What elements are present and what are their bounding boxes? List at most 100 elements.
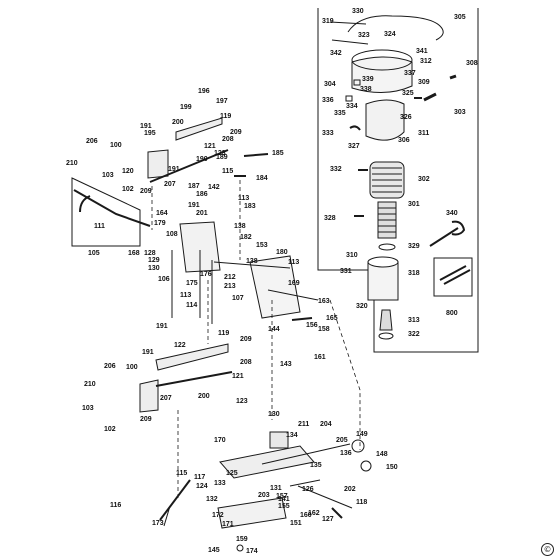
- part-label: 318: [408, 270, 420, 277]
- lower-bar-121: [155, 371, 233, 387]
- part-label: 209: [140, 188, 152, 195]
- part-label: 322: [408, 331, 420, 338]
- nut-322: [378, 332, 394, 340]
- part-label: 337: [404, 70, 416, 77]
- part-label: 125: [226, 470, 238, 477]
- part-label: 203: [258, 492, 270, 499]
- part-label: 305: [454, 14, 466, 21]
- part-label: 176: [200, 271, 212, 278]
- part-label: 175: [186, 280, 198, 287]
- part-label: 120: [122, 168, 134, 175]
- part-label: 153: [256, 242, 268, 249]
- part-label: 191: [156, 323, 168, 330]
- part-label: 312: [420, 58, 432, 65]
- tilt-block-127: [217, 497, 287, 529]
- part-label: 311: [418, 130, 430, 137]
- part-label: 320: [356, 303, 368, 310]
- part-label: 341: [416, 48, 428, 55]
- part-336: [345, 95, 353, 102]
- part-label: 331: [340, 268, 352, 275]
- part-label: 126: [302, 486, 314, 493]
- part-label: 206: [86, 138, 98, 145]
- part-label: 190: [196, 156, 208, 163]
- part-label: 195: [144, 130, 156, 137]
- armature-lines: [378, 207, 396, 233]
- part-label: 102: [104, 426, 116, 433]
- part-label: 164: [156, 210, 168, 217]
- part-label: 113: [180, 292, 192, 299]
- knob-149: [351, 439, 365, 453]
- part-label: 115: [176, 470, 188, 477]
- part-label: 200: [172, 119, 184, 126]
- part-label: 107: [232, 295, 244, 302]
- part-label: 174: [246, 548, 258, 555]
- wrench-340: [429, 220, 466, 247]
- part-label: 129: [148, 257, 160, 264]
- part-label: 138: [234, 223, 246, 230]
- tool-800: [439, 265, 471, 285]
- part-label: 113: [288, 259, 300, 266]
- part-label: 199: [180, 104, 192, 111]
- part-label: 133: [214, 480, 226, 487]
- part-label: 124: [196, 483, 208, 490]
- arm-172: [289, 479, 321, 487]
- part-label: 185: [272, 150, 284, 157]
- part-label: 143: [280, 361, 292, 368]
- upper-rod: [149, 149, 229, 183]
- part-label: 162: [308, 510, 320, 517]
- part-label: 201: [196, 210, 208, 217]
- part-label: 308: [466, 60, 478, 67]
- part-label: 196: [198, 88, 210, 95]
- part-label: 325: [402, 90, 414, 97]
- base-rail-160: [261, 443, 351, 465]
- part-label: 204: [320, 421, 332, 428]
- part-label: 208: [240, 359, 252, 366]
- slide-plate-180: [249, 255, 301, 319]
- part-label: 209: [230, 129, 242, 136]
- part-label: 100: [110, 142, 122, 149]
- part-label: 173: [152, 520, 164, 527]
- part-label: 116: [110, 502, 122, 509]
- rod-116: [163, 505, 171, 527]
- part-label: 340: [446, 210, 458, 217]
- part-label: 338: [360, 86, 372, 93]
- part-333: [349, 125, 361, 131]
- part-label: 205: [336, 437, 348, 444]
- part-label: 313: [408, 317, 420, 324]
- part-label: 117: [194, 474, 206, 481]
- part-label: 209: [240, 336, 252, 343]
- part-label: 130: [148, 265, 160, 272]
- part-label: 191: [168, 166, 180, 173]
- part-label: 148: [376, 451, 388, 458]
- part-label: 309: [418, 79, 430, 86]
- part-label: 339: [362, 76, 374, 83]
- part-label: 158: [318, 326, 330, 333]
- part-label: 191: [188, 202, 200, 209]
- part-label: 141: [278, 496, 290, 503]
- part-label: 168: [128, 250, 140, 257]
- motor-housing-311: [365, 99, 405, 141]
- screw-162: [331, 507, 343, 519]
- part-label: 208: [222, 136, 234, 143]
- part-label: 170: [214, 437, 226, 444]
- part-label: 131: [270, 485, 282, 492]
- part-label: 329: [408, 243, 420, 250]
- part-label: 138: [246, 258, 258, 265]
- part-label: 163: [318, 298, 330, 305]
- part-label: 197: [216, 98, 228, 105]
- part-label: 332: [330, 166, 342, 173]
- part-label: 128: [144, 250, 156, 257]
- part-label: 327: [348, 143, 360, 150]
- part-label: 184: [256, 175, 268, 182]
- screw-185: [243, 153, 269, 157]
- slide-arm: [213, 261, 291, 269]
- lower-bracket: [139, 379, 159, 413]
- part-label: 106: [158, 276, 170, 283]
- part-label: 155: [278, 503, 290, 510]
- part-label: 156: [306, 322, 318, 329]
- motor-cap-312: [351, 56, 413, 93]
- part-label: 142: [208, 184, 220, 191]
- part-label: 161: [314, 354, 326, 361]
- part-label: 207: [164, 181, 176, 188]
